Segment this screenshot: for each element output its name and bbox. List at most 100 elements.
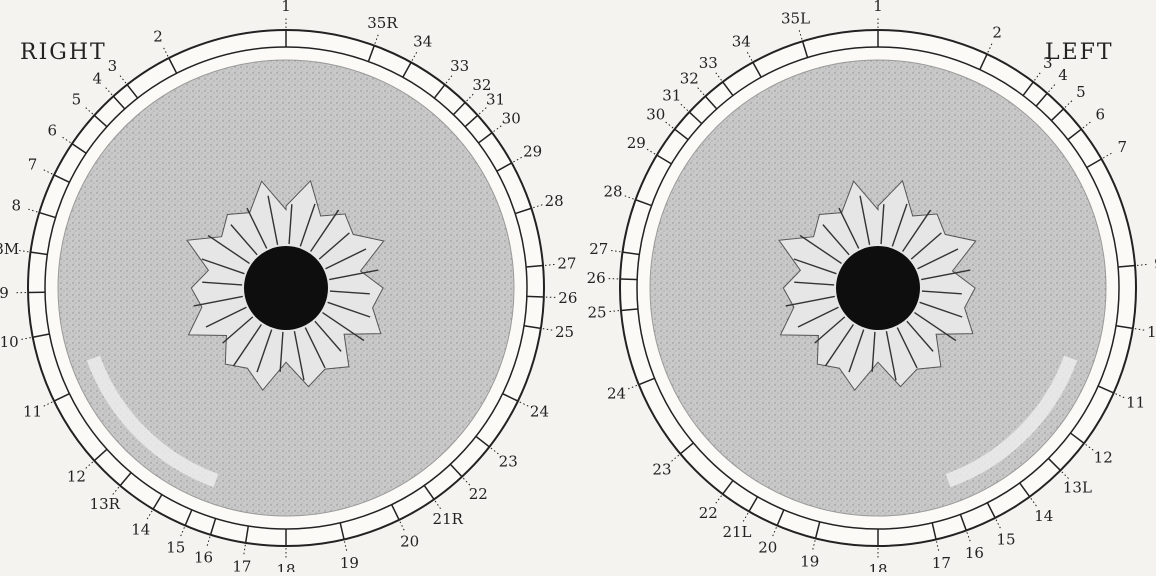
zone-label: 25 xyxy=(555,323,574,341)
zone-label: 15 xyxy=(996,530,1015,548)
zone-label: 2 xyxy=(153,28,163,46)
zone-leader xyxy=(412,50,418,60)
zone-label: 21R xyxy=(433,510,464,528)
zone-label: 26 xyxy=(558,289,577,307)
zone-label: 22 xyxy=(469,485,488,503)
zone-leader xyxy=(104,86,112,95)
zone-label: 5 xyxy=(1076,83,1086,101)
zone-label: 5 xyxy=(72,90,82,108)
zone-label: 28 xyxy=(603,183,622,201)
zone-label: 2 xyxy=(992,23,1002,41)
zone-leader xyxy=(746,50,752,60)
zone-leader xyxy=(607,311,619,312)
zone-label: 6 xyxy=(47,121,57,139)
zone-label: 13L xyxy=(1063,478,1092,496)
zone-leader xyxy=(26,208,37,212)
zone-leader xyxy=(180,527,185,538)
zone-tick xyxy=(620,279,637,280)
zone-leader xyxy=(1049,83,1057,92)
pupil xyxy=(836,246,920,330)
zone-label: 27 xyxy=(589,240,608,258)
zone-leader xyxy=(533,204,544,208)
zone-leader xyxy=(400,522,405,533)
zone-label: 35L xyxy=(781,9,810,27)
zone-label: 30 xyxy=(502,109,521,127)
zone-label: 23 xyxy=(652,460,671,478)
zone-leader xyxy=(206,537,210,548)
zone-label: 24 xyxy=(530,403,549,421)
zone-label: 34 xyxy=(732,32,751,50)
zone-label: 29 xyxy=(627,134,646,152)
zone-label: 20 xyxy=(400,532,419,550)
zone-label: 18 xyxy=(276,561,295,572)
zone-leader xyxy=(1103,152,1113,158)
zone-label: 35R xyxy=(367,14,398,32)
zone-label: 14 xyxy=(1034,507,1053,525)
zone-leader xyxy=(84,106,93,114)
zone-leader xyxy=(936,541,939,553)
zone-leader xyxy=(1135,329,1147,331)
zone-leader xyxy=(119,74,126,83)
zone-leader xyxy=(243,545,245,557)
zone-label: 10 xyxy=(0,333,19,351)
zone-label: 23 xyxy=(499,453,518,471)
zone-leader xyxy=(42,402,53,407)
zone-leader xyxy=(1083,121,1092,128)
zone-label: 20 xyxy=(758,539,777,557)
left-eye-title: LEFT xyxy=(1045,40,1114,65)
zone-label: 4 xyxy=(93,69,103,87)
zone-leader xyxy=(988,41,993,52)
zone-label: 25 xyxy=(588,304,607,322)
zone-tick xyxy=(527,296,544,297)
zone-label: 10 xyxy=(1147,323,1156,341)
zone-label: 32 xyxy=(680,69,699,87)
zone-leader xyxy=(742,513,748,523)
zone-label: 18 xyxy=(868,561,887,572)
zone-label: 17 xyxy=(232,558,251,572)
zone-leader xyxy=(520,402,531,407)
zone-leader xyxy=(163,46,168,57)
zone-leader xyxy=(375,32,379,43)
zone-label: 6 xyxy=(1095,105,1105,123)
zone-label: 27 xyxy=(557,254,576,272)
zone-label: 16 xyxy=(194,549,213,567)
zone-label: 30 xyxy=(646,105,665,123)
zone-label: 8 xyxy=(12,197,22,215)
zone-leader xyxy=(626,385,637,389)
zone-leader xyxy=(645,148,655,154)
zone-leader xyxy=(42,169,53,174)
zone-label: 9 xyxy=(0,284,9,302)
zone-label: 15 xyxy=(166,539,185,557)
zone-label: 12 xyxy=(1094,449,1113,467)
zone-label: 7 xyxy=(28,155,38,173)
zone-leader xyxy=(798,28,802,39)
zone-label: 4 xyxy=(1058,66,1068,84)
zone-leader xyxy=(1116,394,1127,399)
pupil xyxy=(244,246,328,330)
zone-label: 24 xyxy=(607,385,626,403)
zone-leader xyxy=(61,136,71,143)
zone-label: 16 xyxy=(965,544,984,562)
zone-label: 17 xyxy=(932,554,951,572)
zone-label: 33 xyxy=(699,54,718,72)
zone-leader xyxy=(545,264,557,265)
zone-label: 34 xyxy=(413,32,432,50)
zone-leader xyxy=(1137,264,1149,265)
zone-label: 14 xyxy=(131,521,150,539)
zone-label: 8M xyxy=(0,240,19,258)
zone-label: 11 xyxy=(1126,394,1145,412)
zone-label: 12 xyxy=(67,468,86,486)
zone-leader xyxy=(622,195,633,199)
zone-leader xyxy=(146,511,152,521)
zone-leader xyxy=(812,540,815,552)
zone-label: 21L xyxy=(722,523,751,541)
right-eye: 123456788M910111213R1415161718192021R222… xyxy=(0,0,577,572)
zone-label: 19 xyxy=(800,553,819,571)
zone-label: 31 xyxy=(662,87,681,105)
zone-leader xyxy=(19,338,31,340)
right-eye-title: RIGHT xyxy=(20,40,107,65)
zone-label: 22 xyxy=(699,504,718,522)
left-eye: 1234567910111213L1415161718192021L222324… xyxy=(587,0,1156,572)
zone-leader xyxy=(543,329,555,331)
zone-leader xyxy=(1065,99,1074,107)
